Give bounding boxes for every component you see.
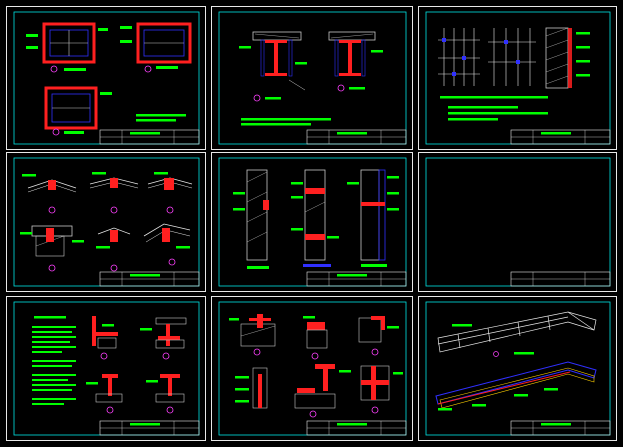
wall-section-c: [347, 169, 399, 267]
inner-frame: [218, 301, 407, 436]
sheet-border: [6, 296, 206, 441]
sheet-5-drawing: [218, 157, 407, 287]
note-line: [136, 119, 176, 122]
roof-ridge-detail-a: [22, 174, 77, 214]
sheet-3-drawing: [425, 11, 611, 145]
sheet-1-drawing: [13, 11, 200, 145]
note-line: [448, 112, 548, 115]
drawing-sheet-2[interactable]: [211, 6, 413, 150]
drawing-sheet-3[interactable]: [418, 6, 617, 150]
title-block: [510, 129, 611, 145]
eave-detail-b: [96, 227, 131, 272]
drawing-sheet-1[interactable]: [6, 6, 206, 150]
wall-section-a: [233, 169, 269, 269]
joint-detail-f: [360, 365, 403, 414]
title-block: [510, 271, 611, 287]
h-column-section-a: [239, 31, 307, 102]
roof-truss-upper: [437, 311, 597, 353]
drawing-sheet-4[interactable]: [6, 152, 206, 292]
connection-detail-b: [140, 317, 187, 360]
joint-detail-a: [229, 314, 276, 356]
sheet-border: [418, 296, 617, 441]
drawing-sheet-7[interactable]: [6, 296, 206, 441]
title-block: [306, 129, 407, 145]
title-block: [306, 420, 407, 436]
roof-ridge-detail-b: [89, 172, 139, 214]
truss-annotations: [438, 388, 558, 411]
drawing-sheet-8[interactable]: [211, 296, 413, 441]
joint-detail-b: [303, 316, 328, 360]
callout-marker: [493, 351, 499, 357]
note-line: [241, 123, 311, 126]
connection-detail-d: [146, 374, 185, 414]
box-column-section-c: [44, 86, 112, 136]
drawing-sheet-5[interactable]: [211, 152, 413, 292]
inner-frame: [13, 301, 200, 436]
roof-ridge-detail-c: [147, 172, 193, 214]
dimension-marks-b: [504, 40, 520, 64]
title-block: [306, 271, 407, 287]
title-block: [99, 129, 200, 145]
drawing-sheet-6[interactable]: [418, 152, 617, 292]
h-column-section-b: [328, 31, 383, 92]
joint-detail-e: [294, 364, 351, 418]
hatched-wall-section: [545, 27, 590, 89]
title-block: [510, 420, 611, 436]
annotation: [452, 324, 472, 327]
sheet-2-drawing: [218, 11, 407, 145]
eave-detail-c: [143, 223, 191, 266]
note-line: [448, 106, 518, 109]
sheet-4-drawing: [13, 157, 200, 287]
inner-frame: [13, 157, 200, 287]
note-line: [241, 118, 331, 121]
note-line: [448, 118, 498, 121]
inner-frame: [425, 157, 611, 287]
connection-detail-c: [86, 374, 123, 414]
sheet-9-drawing: [425, 301, 611, 436]
annotation: [514, 352, 534, 355]
sheet-7-drawing: [13, 301, 200, 436]
title-block: [99, 420, 200, 436]
joint-detail-c: [358, 316, 399, 356]
roof-truss-lower: [435, 361, 597, 409]
sheet-border: [418, 152, 617, 292]
joint-detail-d: [235, 367, 268, 409]
eave-detail-a: [20, 225, 84, 272]
box-column-section-b: [120, 22, 192, 73]
general-notes: [32, 316, 76, 405]
sheet-border: [211, 152, 413, 292]
dimension-marks-a: [442, 38, 466, 76]
sheet-8-drawing: [218, 301, 407, 436]
sheet-border: [418, 6, 617, 150]
sheet-border: [6, 152, 206, 292]
sheet-border: [211, 296, 413, 441]
inner-frame: [13, 11, 200, 145]
wall-section-b: [291, 169, 339, 267]
wall-grid-elevation-a: [438, 28, 480, 86]
wall-grid-elevation-b: [488, 28, 536, 86]
connection-detail-a: [92, 316, 118, 360]
title-block: [99, 271, 200, 287]
note-line: [440, 96, 548, 99]
sheet-border: [6, 6, 206, 150]
note-line: [136, 114, 186, 117]
drawing-sheet-9[interactable]: [418, 296, 617, 441]
sheet-border: [211, 6, 413, 150]
sheet-6-drawing: [425, 157, 611, 287]
box-column-section-a: [26, 22, 108, 73]
